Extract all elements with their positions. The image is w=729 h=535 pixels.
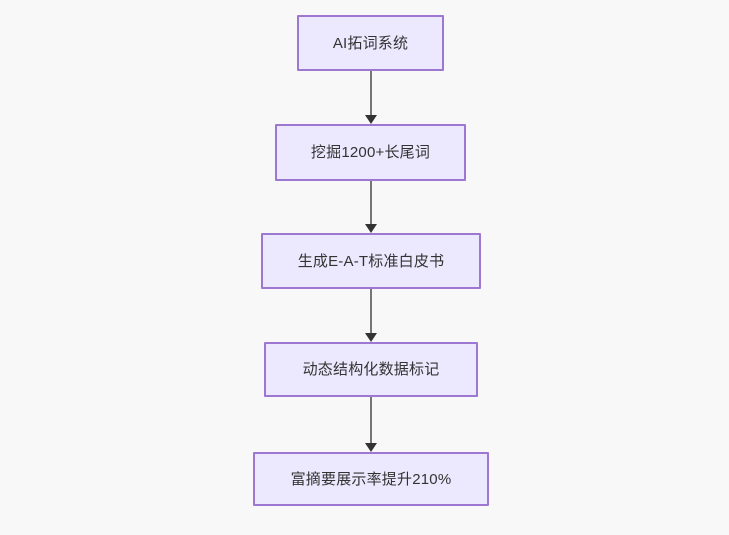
connector-node2-node3 — [363, 181, 379, 233]
arrowhead-icon — [365, 115, 377, 124]
connector-line — [370, 181, 372, 224]
flow-node-3[interactable]: 生成E-A-T标准白皮书 — [261, 233, 481, 289]
flow-node-label: 挖掘1200+长尾词 — [310, 144, 431, 161]
flow-node-1[interactable]: AI拓词系统 — [297, 15, 444, 71]
connector-node3-node4 — [363, 289, 379, 342]
flow-node-label: 富摘要展示率提升210% — [290, 470, 452, 488]
connector-line — [370, 397, 372, 443]
flow-node-label: 生成E-A-T标准白皮书 — [297, 252, 445, 270]
flow-node-label: 动态结构化数据标记 — [302, 361, 440, 378]
flow-node-4[interactable]: 动态结构化数据标记 — [264, 342, 478, 397]
connector-line — [370, 289, 372, 333]
flow-node-5[interactable]: 富摘要展示率提升210% — [253, 452, 489, 506]
connector-node4-node5 — [363, 397, 379, 452]
connector-node1-node2 — [363, 71, 379, 124]
arrowhead-icon — [365, 224, 377, 233]
flow-node-2[interactable]: 挖掘1200+长尾词 — [275, 124, 466, 181]
connector-line — [370, 71, 372, 115]
arrowhead-icon — [365, 443, 377, 452]
flow-node-label: AI拓词系统 — [332, 34, 409, 52]
arrowhead-icon — [365, 333, 377, 342]
